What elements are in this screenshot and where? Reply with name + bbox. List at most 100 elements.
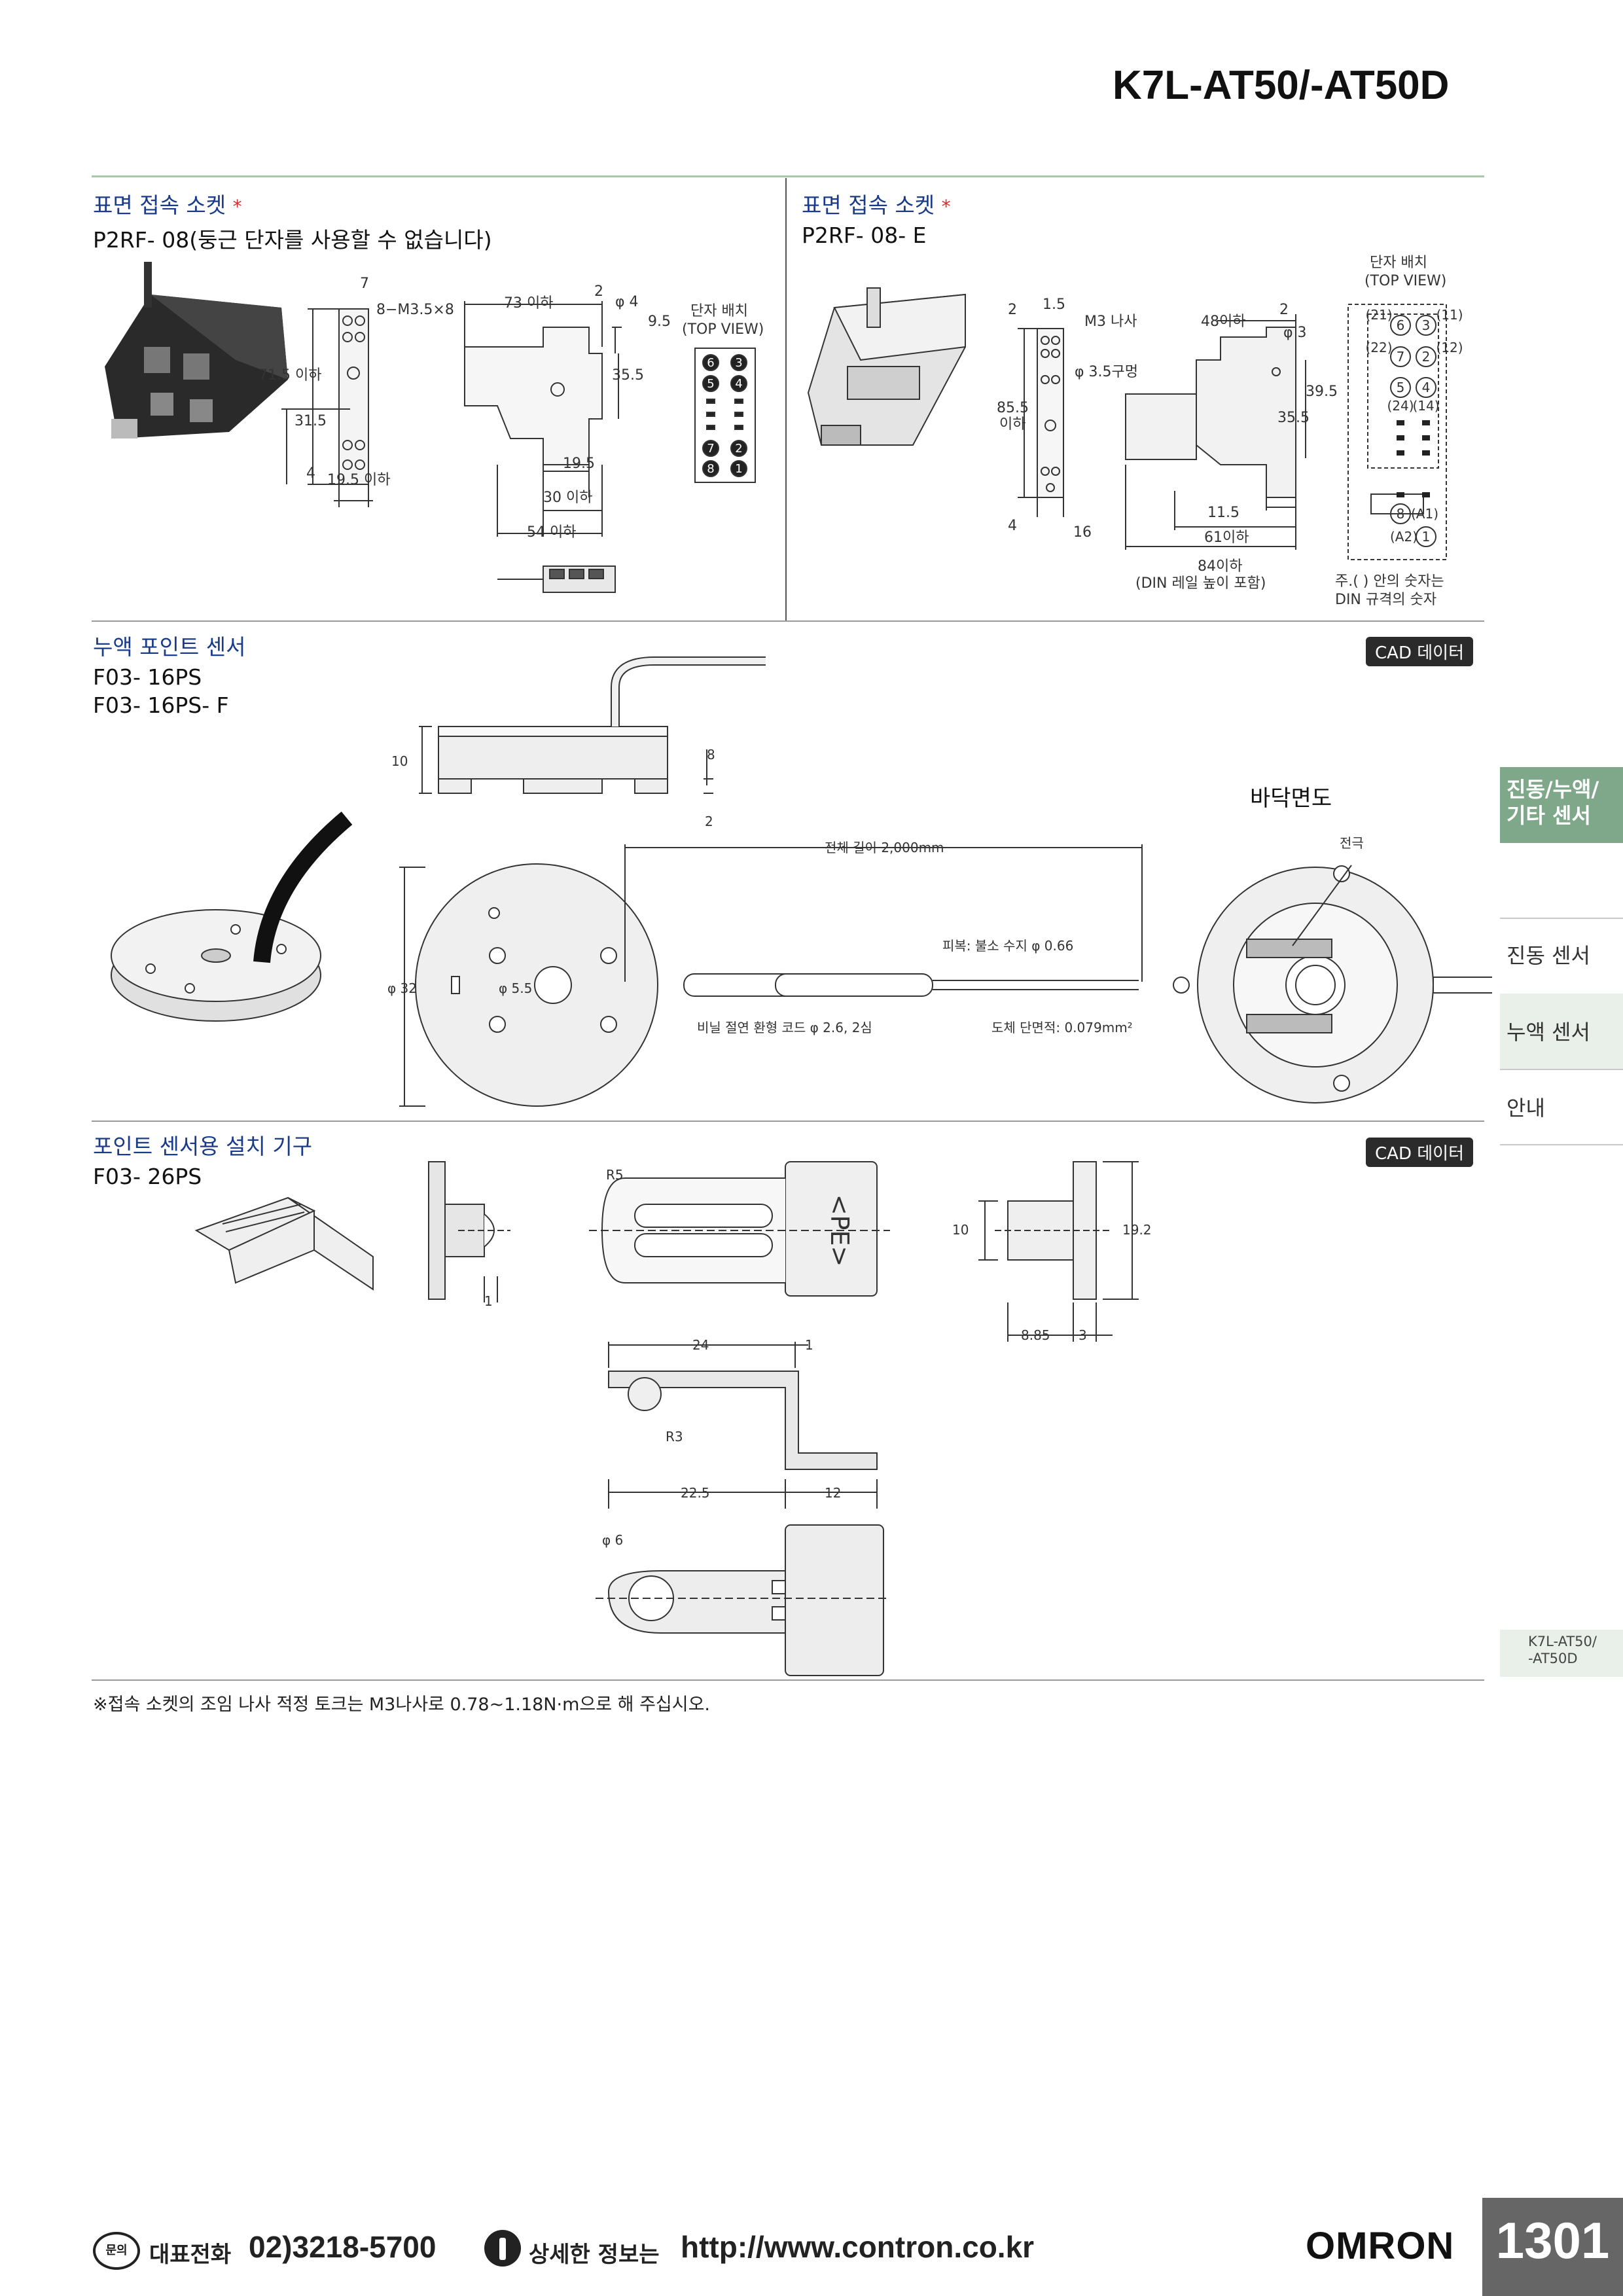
dim-sensor-phi32: φ 32 [387, 980, 417, 996]
left-terminal-1: 1 [735, 462, 742, 476]
dim-54: 54 이하 [527, 524, 576, 541]
side-tab-active-line2: 기타 센서 [1507, 803, 1591, 828]
dim-r3: R3 [666, 1429, 683, 1444]
dim-sensor-8: 8 [707, 747, 715, 762]
side-small-label: K7L-AT50/ -AT50D [1528, 1633, 1597, 1667]
side-tab-leak-bg [1500, 994, 1623, 1069]
dim-4-right: 4 [1008, 518, 1017, 534]
side-tab-guide[interactable]: 안내 [1507, 1096, 1545, 1121]
dim-8-85: 8.85 [1021, 1327, 1050, 1343]
sensor-model-2: F03- 16PS- F [93, 692, 229, 718]
dim-71-5: 71.5 이하 [259, 367, 321, 384]
side-tab-leak[interactable]: 누액 센서 [1507, 1020, 1590, 1045]
right-note-line1: 주.( ) 안의 숫자는 [1335, 573, 1444, 590]
footer-tel-number[interactable]: 02)3218-5700 [249, 2230, 437, 2264]
fixture-title: 포인트 센서용 설치 기구 [93, 1134, 313, 1159]
fixture-cad-data-button[interactable]: CAD 데이터 [1366, 1138, 1473, 1167]
left-socket-title: 표면 접속 소켓 * [93, 188, 242, 219]
side-tab-vibration[interactable]: 진동 센서 [1507, 943, 1590, 968]
left-terminal-3: 3 [735, 356, 742, 370]
right-socket-title-text: 표면 접속 소켓 [802, 192, 935, 218]
right-terminal-12: (12) [1436, 340, 1463, 355]
side-tab-active[interactable]: 진동/누액/ 기타 센서 [1500, 767, 1623, 843]
left-socket-model: P2RF- 08(둥근 단자를 사용할 수 없습니다) [93, 227, 492, 253]
dim-19-2: 19.2 [1122, 1222, 1152, 1238]
right-terminal-1: 1 [1422, 529, 1431, 545]
info-icon [484, 2230, 521, 2267]
right-terminal-view: (TOP VIEW) [1364, 273, 1446, 289]
right-socket-title: 표면 접속 소켓 * [802, 188, 951, 219]
footer-info-label: 상세한 정보는 [529, 2242, 660, 2268]
sensor-photo [111, 812, 353, 1022]
sensor-model-1: F03- 16PS [93, 664, 202, 690]
dim-12: 12 [825, 1485, 841, 1501]
dim-7: 7 [360, 276, 369, 292]
section-rule-3 [92, 1679, 1484, 1681]
dim-39-5: 39.5 [1306, 384, 1338, 400]
dim-vinyl-cord: 비닐 절연 환형 코드 φ 2.6, 2심 [697, 1020, 872, 1035]
right-terminal-a2: (A2) [1390, 529, 1418, 545]
right-terminal-4: 4 [1422, 380, 1431, 395]
dim-sensor-phi5-5: φ 5.5 [499, 980, 532, 996]
dim-fixture-1: 1 [484, 1293, 493, 1309]
right-terminal-22: (22) [1365, 340, 1392, 355]
dim-11-5: 11.5 [1207, 505, 1240, 521]
side-rule-2 [1500, 1069, 1623, 1070]
right-terminal-8: 8 [1397, 506, 1405, 522]
header-rule [92, 175, 1484, 177]
model-title: K7L-AT50/-AT50D [1113, 63, 1450, 108]
dim-phi3: φ 3 [1283, 325, 1307, 341]
side-small-label-line2: -AT50D [1528, 1651, 1578, 1666]
dim-fixture-10: 10 [952, 1222, 969, 1238]
dim-conductor-area: 도체 단면적: 0.079mm² [991, 1020, 1133, 1035]
dim-din-rail-note: (DIN 레일 높이 포함) [1135, 575, 1266, 592]
dim-m3-screw: M3 나사 [1084, 314, 1137, 330]
right-socket-star: * [941, 196, 951, 217]
dim-35-5-right: 35.5 [1277, 410, 1310, 426]
electrode-label: 전극 [1340, 835, 1364, 851]
fixture-photo [194, 1196, 374, 1291]
fixture-drawing: 1 R5 10 19.2 8.85 3 24 1 R3 22.5 12 φ 6 … [194, 1161, 1152, 1676]
page-number: 1301 [1482, 2198, 1623, 2296]
left-socket-photo [105, 262, 288, 439]
dim-4: 4 [306, 465, 315, 482]
dim-phi4: φ 4 [615, 294, 639, 310]
socket-divider [785, 178, 787, 620]
right-terminal-6: 6 [1397, 317, 1405, 333]
dim-2-left: 2 [1008, 302, 1017, 318]
sensor-title: 누액 포인트 센서 [93, 634, 246, 660]
dim-73: 73 이하 [504, 295, 553, 312]
right-terminal-21: (21) [1365, 307, 1392, 323]
right-terminal-label: 단자 배치 [1370, 255, 1427, 271]
footer-url-link[interactable]: http://www.contron.co.kr [681, 2230, 1035, 2264]
left-terminal-2: 2 [735, 442, 742, 456]
side-tab-active-line1: 진동/누액/ [1507, 777, 1599, 802]
dim-31-5: 31.5 [294, 413, 327, 429]
dim-22-5: 22.5 [681, 1485, 710, 1501]
right-socket-photo [807, 287, 966, 446]
right-terminal-2: 2 [1422, 349, 1431, 365]
footnote: ※접속 소켓의 조임 나사 적정 토크는 M3나사로 0.78~1.18N·m으… [93, 1695, 711, 1715]
fixture-embossed-mark: <PE> [825, 1194, 854, 1267]
dim-1-5: 1.5 [1043, 296, 1065, 313]
phone-inquiry-icon: 문의 [93, 2232, 140, 2270]
dim-total-length: 전체 길이 2,000mm [825, 840, 944, 855]
sensor-cad-data-button[interactable]: CAD 데이터 [1366, 637, 1473, 666]
right-terminal-a1: (A1) [1411, 506, 1438, 522]
right-socket-drawing: (21) 6 3 (11) (22) 7 2 (12) 5 4 (24) (14… [807, 255, 1463, 608]
right-terminal-5: 5 [1397, 380, 1405, 395]
dim-fixture-1b: 1 [805, 1337, 813, 1353]
omron-logo: OMRON [1306, 2225, 1455, 2267]
side-small-label-bg [1500, 1630, 1623, 1677]
dim-61: 61이하 [1204, 529, 1249, 546]
section-rule-2 [92, 1121, 1484, 1122]
dim-84: 84이하 [1198, 558, 1242, 575]
left-terminal-view: (TOP VIEW) [682, 321, 764, 338]
dim-16: 16 [1073, 524, 1092, 541]
sensor-drawing: 10 8 2 φ 32 φ 5.5 전체 길이 2,000mm 피복: 불소 수… [111, 656, 1492, 1107]
left-socket-drawing: 6 3 5 4 7 2 8 1 7 8−M3.5×8 71.5 이하 31.5 … [105, 262, 764, 593]
right-terminal-24: (24) [1387, 398, 1414, 414]
right-terminal-14: (14) [1412, 398, 1439, 414]
dim-30: 30 이하 [543, 490, 592, 506]
dim-phi3-5-hole: φ 3.5구멍 [1075, 364, 1138, 380]
